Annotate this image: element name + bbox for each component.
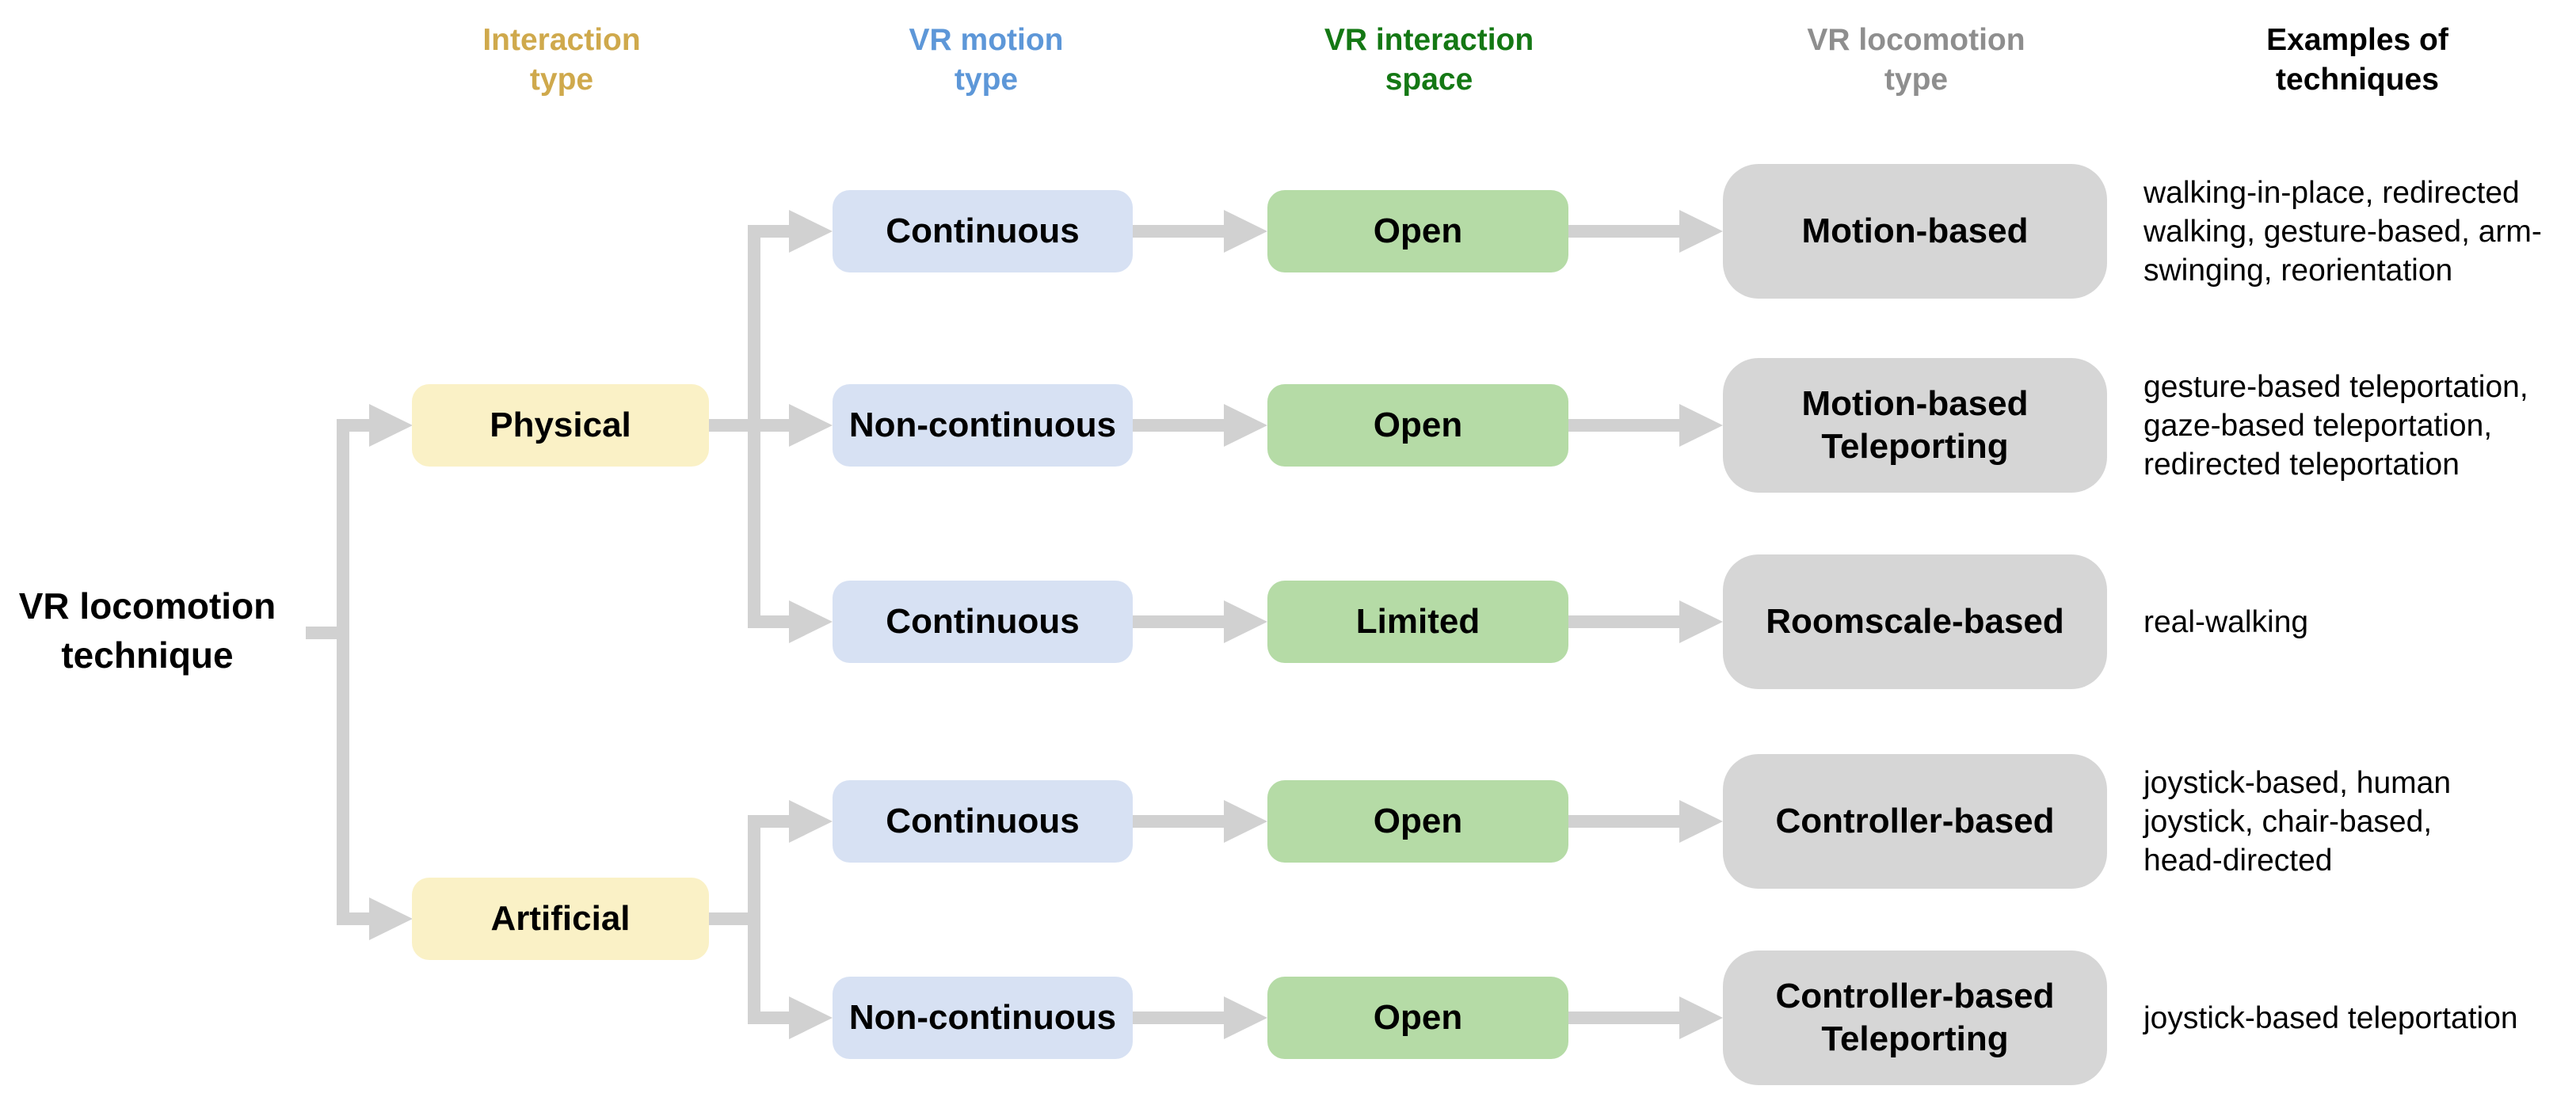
examples-row5-text: joystick-based teleportation <box>2143 1000 2518 1035</box>
arrowhead-row4-blue-green <box>1224 800 1267 843</box>
connector-row4-green-gray <box>1568 815 1679 828</box>
connector-row1-blue-green <box>1133 225 1224 238</box>
connector-artificial-row5 <box>748 1011 789 1024</box>
connector-to-artificial <box>337 912 370 925</box>
arrowhead-row2-blue-green <box>1224 404 1267 447</box>
arrowhead-row3-green-gray <box>1679 600 1723 643</box>
examples-row1: walking-in-place, redirected walking, ge… <box>2143 164 2576 299</box>
node-row2-interaction-space: Open <box>1267 384 1568 467</box>
connector-artificial-row4 <box>748 815 789 828</box>
connector-row4-blue-green <box>1133 815 1224 828</box>
node-row3-motion-type: Continuous <box>833 581 1133 663</box>
node-row3-locomotion-type: Roomscale-based <box>1723 554 2107 689</box>
arrowhead-row3-blue-green <box>1224 600 1267 643</box>
node-row5-interaction-space: Open <box>1267 977 1568 1059</box>
connector-artificial-trunk <box>748 815 760 1024</box>
examples-row2-text: gesture-based teleportation, gaze-based … <box>2143 369 2528 482</box>
node-row2-motion-type: Non-continuous <box>833 384 1133 467</box>
arrowhead-to-physical <box>369 404 413 447</box>
column-header-vr-interaction-space: VR interaction space <box>1324 23 1534 97</box>
examples-row1-text: walking-in-place, redirected walking, ge… <box>2143 175 2542 288</box>
node-row4-interaction-space: Open <box>1267 780 1568 863</box>
examples-row5: joystick-based teleportation <box>2143 951 2576 1085</box>
connector-row1-green-gray <box>1568 225 1679 238</box>
connector-row3-blue-green <box>1133 615 1224 628</box>
arrowhead-artificial-row5 <box>789 996 833 1039</box>
arrowhead-row5-blue-green <box>1224 996 1267 1039</box>
arrowhead-row1-blue-green <box>1224 210 1267 253</box>
connector-root-trunk <box>337 419 349 925</box>
arrowhead-to-artificial <box>369 897 413 940</box>
arrowhead-physical-row3 <box>789 600 833 643</box>
arrowhead-row5-green-gray <box>1679 996 1723 1039</box>
connector-physical-row2 <box>709 419 789 432</box>
column-header-interaction-type: Interaction type <box>482 23 641 97</box>
node-row4-locomotion-type: Controller-based <box>1723 754 2107 889</box>
connector-physical-row1 <box>748 225 789 238</box>
examples-row2: gesture-based teleportation, gaze-based … <box>2143 358 2576 493</box>
connector-to-physical <box>337 419 370 432</box>
node-physical: Physical <box>412 384 709 467</box>
arrowhead-row1-green-gray <box>1679 210 1723 253</box>
column-header-vr-motion-type: VR motion type <box>909 23 1064 97</box>
arrowhead-row2-green-gray <box>1679 404 1723 447</box>
examples-row4: joystick-based, human joystick, chair-ba… <box>2143 754 2576 889</box>
arrowhead-artificial-row4 <box>789 800 833 843</box>
node-row1-motion-type: Continuous <box>833 190 1133 272</box>
examples-row3: real-walking <box>2143 554 2576 689</box>
node-artificial: Artificial <box>412 878 709 960</box>
node-row3-interaction-space: Limited <box>1267 581 1568 663</box>
connector-physical-row3 <box>748 615 789 628</box>
node-row1-locomotion-type: Motion-based <box>1723 164 2107 299</box>
node-row2-locomotion-type: Motion-based Teleporting <box>1723 358 2107 493</box>
column-header-examples: Examples of techniques <box>2266 23 2448 97</box>
node-row1-interaction-space: Open <box>1267 190 1568 272</box>
arrowhead-physical-row1 <box>789 210 833 253</box>
arrowhead-physical-row2 <box>789 404 833 447</box>
node-row5-motion-type: Non-continuous <box>833 977 1133 1059</box>
connector-row3-green-gray <box>1568 615 1679 628</box>
connector-row5-green-gray <box>1568 1011 1679 1024</box>
root-node-label: VR locomotion technique <box>18 585 276 676</box>
examples-row3-text: real-walking <box>2143 604 2309 639</box>
connector-row2-green-gray <box>1568 419 1679 432</box>
connector-row5-blue-green <box>1133 1011 1224 1024</box>
examples-row4-text: joystick-based, human joystick, chair-ba… <box>2143 765 2452 878</box>
arrowhead-row4-green-gray <box>1679 800 1723 843</box>
connector-artificial-stub <box>709 912 760 925</box>
column-header-vr-locomotion-type: VR locomotion type <box>1807 23 2025 97</box>
node-row4-motion-type: Continuous <box>833 780 1133 863</box>
connector-row2-blue-green <box>1133 419 1224 432</box>
node-row5-locomotion-type: Controller-based Teleporting <box>1723 951 2107 1085</box>
